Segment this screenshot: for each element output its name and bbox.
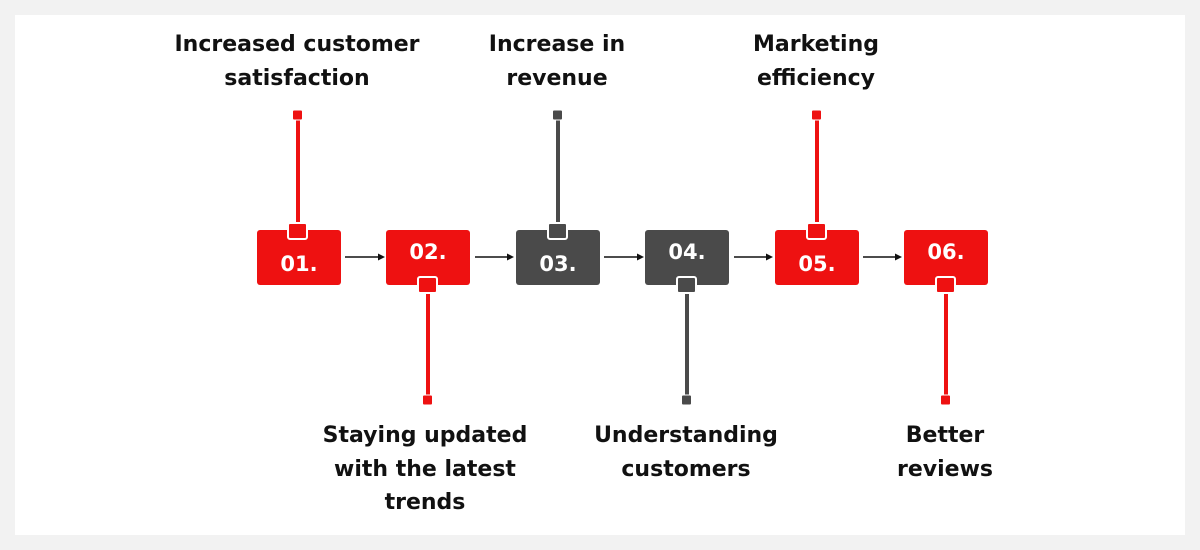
- step-2-box: 02.: [386, 230, 470, 285]
- step-5-label-line-1: Marketing: [752, 32, 880, 57]
- step-6-stem: [940, 286, 951, 406]
- step-6-number: 06.: [927, 239, 965, 264]
- step-1-stem: [292, 109, 303, 229]
- step-5-number: 05.: [798, 251, 836, 276]
- step-6-label-line-1: Better: [905, 423, 985, 448]
- step-2-label: Staying updated with the latest trends: [275, 419, 575, 520]
- step-3-label: Increase in revenue: [407, 28, 707, 95]
- step-2-label-line-2: with the latest: [334, 456, 516, 482]
- step-5-box: 05.: [775, 230, 859, 285]
- step-4-number: 04.: [668, 239, 706, 264]
- step-1-label-line-1: Increased customer: [174, 32, 420, 57]
- step-2-label-line-1: Staying updated: [322, 423, 528, 448]
- arrow-head-3-4: [637, 253, 644, 261]
- step-4-label-line-1: Understanding: [594, 423, 778, 448]
- step-3-box: 03.: [516, 230, 600, 285]
- arrow-head-4-5: [766, 253, 773, 261]
- step-4-box: 04.: [645, 230, 729, 285]
- step-5-label: Marketing efficiency: [666, 28, 966, 95]
- step-1-box: 01.: [257, 230, 341, 285]
- step-1-number: 01.: [280, 251, 318, 276]
- step-4-label-line-2: customers: [621, 456, 751, 482]
- arrow-head-5-6: [895, 253, 902, 261]
- step-6-label-line-2: reviews: [897, 456, 993, 482]
- step-5-stem: [811, 109, 822, 229]
- arrow-head-2-3: [507, 253, 514, 261]
- step-2-number: 02.: [409, 239, 447, 264]
- step-5-label-line-2: efficiency: [756, 65, 875, 91]
- step-4-label: Understanding customers: [536, 419, 836, 486]
- arrow-head-1-2: [378, 253, 385, 261]
- diagram-panel: [15, 15, 1185, 535]
- step-4-stem: [681, 286, 692, 406]
- step-6-box: 06.: [904, 230, 988, 285]
- step-2-label-line-3: trends: [384, 490, 466, 515]
- step-1-label: Increased customer satisfaction: [147, 28, 447, 95]
- step-3-label-line-2: revenue: [506, 65, 608, 91]
- step-3-number: 03.: [539, 251, 577, 276]
- step-3-label-line-1: Increase in: [488, 32, 626, 57]
- step-6-label: Better reviews: [795, 419, 1095, 486]
- step-2-stem: [422, 286, 433, 406]
- connector-arrows: [345, 253, 902, 261]
- step-1-label-line-2: satisfaction: [224, 65, 370, 91]
- step-3-stem: [552, 109, 563, 229]
